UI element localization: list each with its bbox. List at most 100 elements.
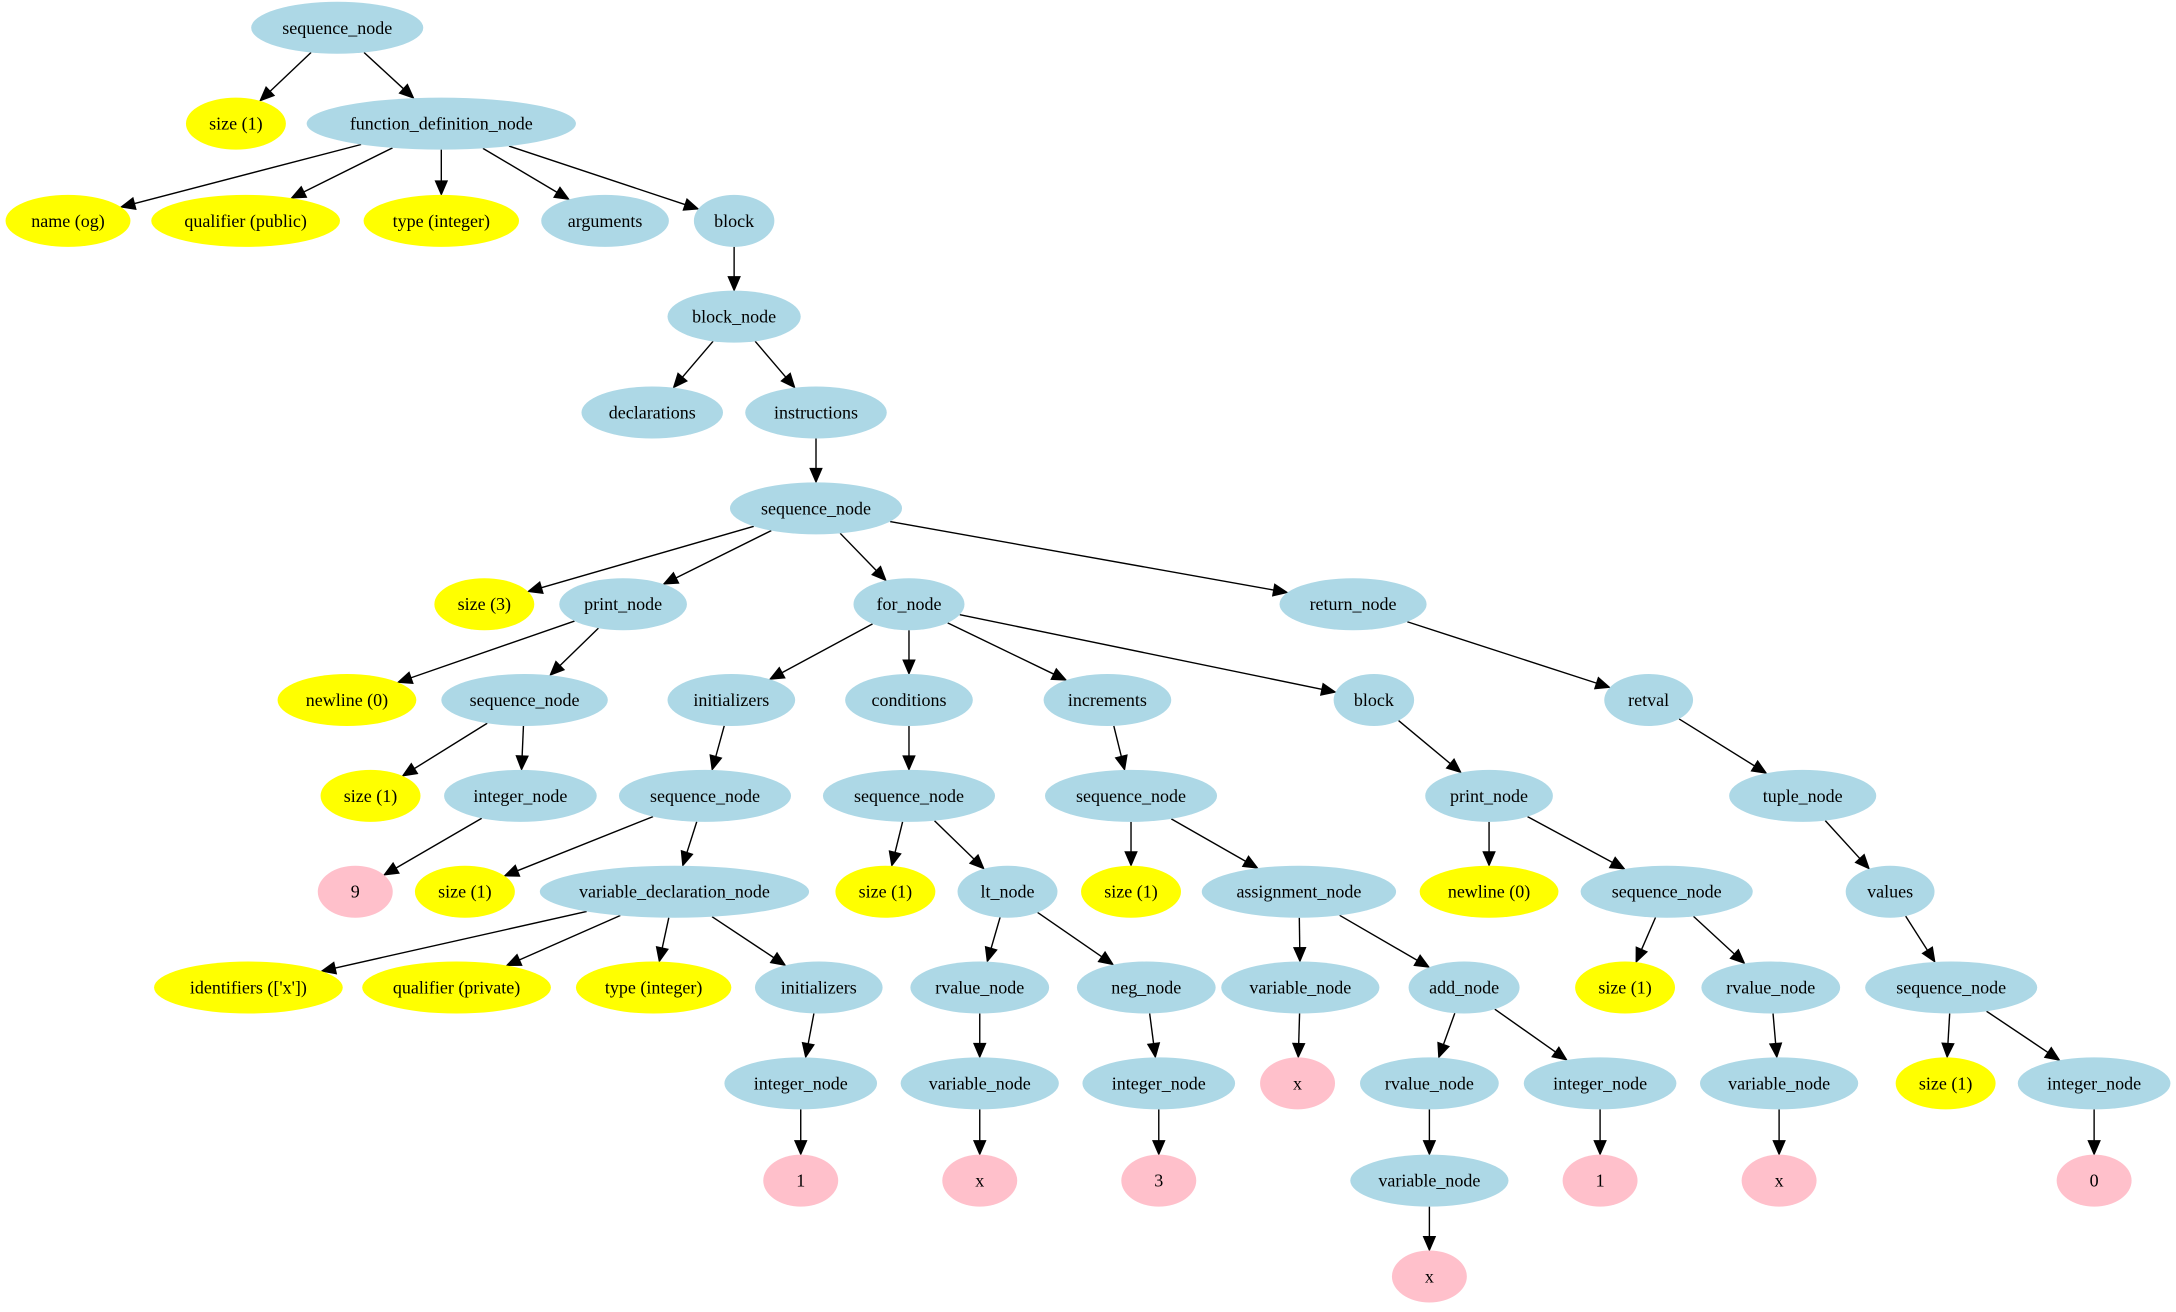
edge-integer-node-to-1 — [1594, 1109, 1606, 1154]
edge-for-node-to-increments — [948, 623, 1067, 680]
edge-line — [712, 917, 774, 958]
node-label: assignment_node — [1236, 882, 1361, 902]
node-label: integer_node — [473, 786, 567, 806]
tree-node-9: 9 — [318, 866, 393, 918]
tree-node-print-node: print_node — [1425, 770, 1553, 822]
arrowhead-icon — [985, 947, 997, 962]
arrowhead-icon — [1595, 677, 1610, 688]
arrowhead-icon — [683, 199, 698, 210]
edge-tuple-node-to-values — [1825, 821, 1869, 869]
arrowhead-icon — [516, 756, 528, 770]
node-label: arguments — [568, 211, 643, 231]
edge-line — [683, 341, 714, 377]
tree-node-initializers: initializers — [755, 962, 883, 1014]
edge-line — [396, 818, 482, 868]
edge-sequence-node-to-size-1 — [1125, 822, 1137, 866]
edge-line — [890, 522, 1274, 590]
edge-sequence-node-to-size-1 — [260, 53, 311, 101]
edge-line — [1906, 916, 1928, 950]
edge-line — [1399, 721, 1451, 764]
edge-rvalue-node-to-variable-node — [1423, 1109, 1435, 1154]
edge-sequence-node-to-print-node — [664, 531, 772, 585]
node-label: identifiers (['x']) — [190, 978, 307, 999]
edge-line — [518, 817, 654, 871]
node-label: sequence_node — [1612, 882, 1722, 902]
node-label: variable_node — [1728, 1073, 1830, 1093]
edge-line — [1114, 726, 1121, 756]
edge-rvalue-node-to-variable-node — [1770, 1014, 1782, 1058]
edge-line — [1642, 917, 1656, 949]
tree-node-block: block — [1334, 674, 1414, 726]
arrowhead-icon — [1125, 852, 1137, 866]
edge-neg-node-to-integer-node — [1148, 1014, 1160, 1058]
edge-line — [1150, 1014, 1154, 1044]
node-label: print_node — [1450, 786, 1528, 806]
tree-node-qualifier-public: qualifier (public) — [151, 195, 340, 247]
arrowhead-icon — [505, 865, 520, 876]
edge-sequence-node-to-assignment-node — [1171, 819, 1257, 868]
tree-node-sequence-node: sequence_node — [619, 770, 791, 822]
node-label: rvalue_node — [1726, 978, 1815, 998]
node-label: sequence_node — [854, 786, 964, 806]
node-label: size (1) — [1598, 978, 1651, 999]
edge-print-node-to-sequence-node — [550, 628, 598, 675]
arrowhead-icon — [710, 755, 722, 770]
tree-node-size-1: size (1) — [1081, 866, 1181, 918]
node-label: size (3) — [458, 594, 511, 615]
tree-node-values: values — [1846, 866, 1935, 918]
edge-integer-node-to-1 — [795, 1109, 807, 1154]
tree-node-identifiers-x: identifiers (['x']) — [154, 962, 343, 1014]
edge-line — [1528, 817, 1613, 863]
arrowhead-icon — [795, 1141, 807, 1155]
node-label: variable_node — [929, 1073, 1031, 1093]
arrowhead-icon — [1773, 1141, 1785, 1155]
arrowhead-icon — [435, 181, 447, 195]
tree-node-variable-node: variable_node — [901, 1057, 1059, 1109]
edge-sequence-node-to-size-1 — [889, 822, 902, 866]
arrowhead-icon — [1942, 1043, 1954, 1057]
edge-values-to-sequence-node — [1906, 916, 1935, 962]
arrowhead-icon — [728, 277, 740, 291]
edge-initializers-to-integer-node — [802, 1013, 814, 1057]
arrowhead-icon — [1293, 1043, 1305, 1057]
tree-node-size-1: size (1) — [321, 770, 421, 822]
arrowhead-icon — [1273, 584, 1288, 596]
arrowhead-icon — [398, 672, 413, 683]
edge-line — [364, 52, 403, 88]
arrowhead-icon — [1922, 947, 1935, 962]
edge-sequence-node-to-integer-node — [1987, 1011, 2060, 1060]
arrowhead-icon — [1294, 947, 1306, 961]
tree-node-rvalue-node: rvalue_node — [910, 962, 1049, 1014]
edge-block-to-print-node — [1399, 721, 1461, 773]
edge-instructions-to-sequence-node — [810, 439, 822, 483]
tree-node-increments: increments — [1044, 674, 1172, 726]
node-label: retval — [1628, 690, 1669, 710]
tree-node-x: x — [942, 1155, 1017, 1207]
node-label: sequence_node — [1896, 978, 2006, 998]
tree-node-1: 1 — [763, 1155, 838, 1207]
edge-line — [808, 1013, 814, 1043]
node-label: x — [1775, 1171, 1784, 1191]
node-label: size (1) — [1919, 1073, 1972, 1094]
node-label: variable_node — [1249, 978, 1351, 998]
node-label: integer_node — [754, 1073, 848, 1093]
edge-sequence-node-to-return-node — [890, 522, 1287, 596]
tree-node-name-og: name (og) — [6, 195, 131, 247]
edge-variable-declaration-node-to-type-integer — [656, 918, 668, 962]
edge-add-node-to-integer-node — [1495, 1009, 1567, 1060]
arrowhead-icon — [403, 763, 418, 775]
tree-node-variable-node: variable_node — [1221, 962, 1379, 1014]
arrowhead-icon — [1483, 852, 1495, 866]
tree-node-x: x — [1392, 1250, 1467, 1302]
edge-variable-declaration-node-to-initializers — [712, 917, 785, 966]
arrowhead-icon — [664, 572, 679, 584]
tree-node-size-1: size (1) — [186, 98, 286, 150]
edge-for-node-to-initializers — [770, 624, 873, 679]
tree-node-conditions: conditions — [845, 674, 973, 726]
arrowhead-icon — [1609, 857, 1624, 869]
edge-sequence-node-to-size-1 — [403, 723, 488, 776]
node-label: newline (0) — [306, 690, 388, 711]
tree-node-add-node: add_node — [1409, 962, 1520, 1014]
node-label: x — [975, 1171, 984, 1191]
edge-line — [935, 821, 974, 859]
